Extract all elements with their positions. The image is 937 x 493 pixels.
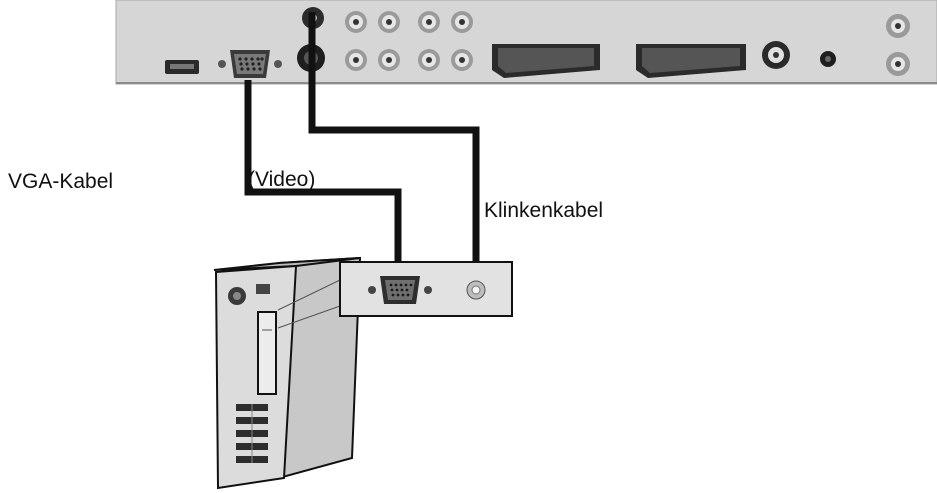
video-label: (Video) [248,168,316,191]
scart-port-icon [492,44,600,78]
pc-audio-out-icon [466,280,486,300]
hdmi-port-icon [165,60,199,74]
vga-cable-label: VGA-Kabel [8,170,114,193]
vga-cable [244,80,402,262]
vga-port-icon [218,50,282,78]
pc-vga-port-icon [368,276,432,304]
headphone-jack-icon [820,51,836,67]
rca-jack-icon [886,14,910,76]
tower-link-line [277,305,341,329]
pc-tower-icon [213,256,362,490]
tower-link-line [277,279,341,311]
rca-jack-icon [345,11,473,71]
scart-port-icon [636,44,746,78]
audio-cable [308,12,480,262]
antenna-port-icon [762,41,790,69]
jack-cable-label: Klinkenkabel [484,199,604,222]
